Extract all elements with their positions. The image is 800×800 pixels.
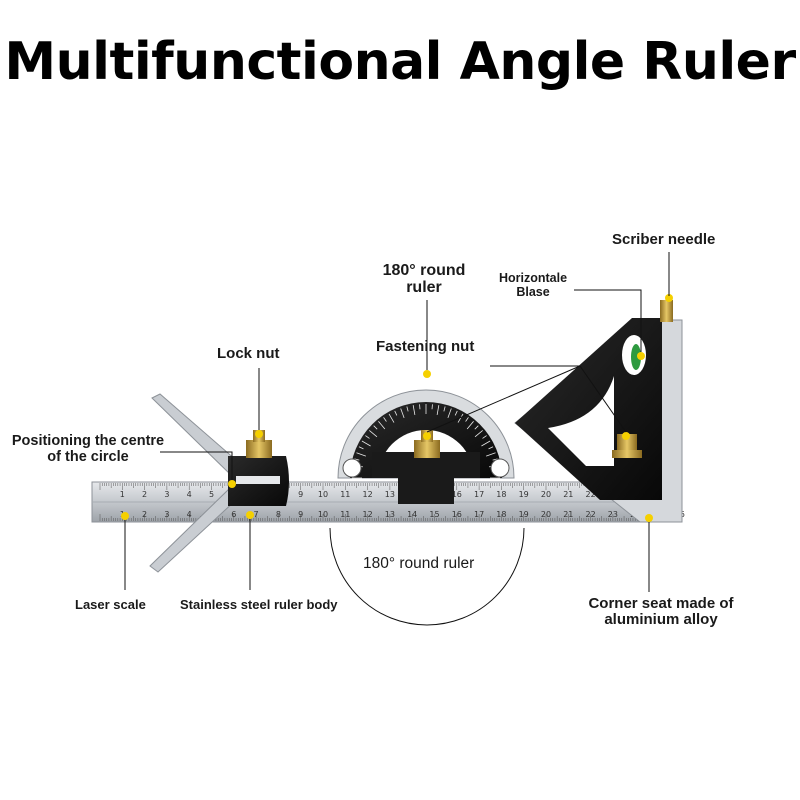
upper-tick-label: 11 xyxy=(340,490,350,499)
label-fastening-nut: Fastening nut xyxy=(376,338,475,355)
lower-tick-label: 21 xyxy=(563,510,573,519)
upper-tick-label: 4 xyxy=(187,490,192,499)
lower-tick-label: 16 xyxy=(452,510,462,519)
label-laser-scale: Laser scale xyxy=(75,597,146,612)
upper-tick-label: 17 xyxy=(474,490,484,499)
upper-tick-label: 1 xyxy=(120,490,125,499)
lower-tick-label: 14 xyxy=(407,510,417,519)
lower-tick-label: 17 xyxy=(474,510,484,519)
upper-tick-label: 16 xyxy=(452,490,462,499)
corner-lock-nut xyxy=(617,434,637,452)
lower-tick-label: 7 xyxy=(254,510,259,519)
page-title: Multifunctional Angle Ruler xyxy=(4,32,796,92)
label-corner-seat-line2: aluminium alloy xyxy=(604,611,718,629)
lower-tick-label: 20 xyxy=(541,510,551,519)
lower-tick-label: 19 xyxy=(519,510,529,519)
upper-tick-label: 2 xyxy=(142,490,147,499)
lower-tick-label: 18 xyxy=(496,510,506,519)
lower-tick-label: 11 xyxy=(340,510,350,519)
upper-tick-label: 18 xyxy=(496,490,506,499)
upper-tick-label: 12 xyxy=(363,490,373,499)
marker-dots xyxy=(121,294,673,522)
upper-tick-label: 22 xyxy=(586,490,596,499)
stainless-steel-ruler-body: 1234567891011121314151617181920212223242… xyxy=(91,481,685,523)
lower-tick-label: 13 xyxy=(385,510,395,519)
centre-finder-head xyxy=(149,393,289,573)
label-scriber-needle: Scriber needle xyxy=(612,231,716,248)
label-round-ruler-top: 180° round ruler xyxy=(364,262,484,297)
level-bubble xyxy=(631,344,641,370)
upper-tick-label: 20 xyxy=(541,490,551,499)
lower-tick-label: 10 xyxy=(318,510,328,519)
corner-seat xyxy=(514,300,683,523)
lower-tick-label: 4 xyxy=(187,510,192,519)
fastening-nut xyxy=(414,440,440,458)
upper-tick-label: 3 xyxy=(164,490,169,499)
lower-tick-label: 3 xyxy=(164,510,169,519)
protractor-head xyxy=(337,389,515,504)
label-round-ruler-bottom: 180° round ruler xyxy=(363,555,475,572)
leader-lines xyxy=(124,252,670,626)
label-horizontale-blase: Horizontale Blase xyxy=(492,271,574,299)
label-lock-nut: Lock nut xyxy=(217,345,280,362)
upper-tick-label: 13 xyxy=(385,490,395,499)
upper-tick-label: 19 xyxy=(519,490,529,499)
label-positioning-line2: of the circle xyxy=(47,448,129,465)
label-round-ruler-top-line1: 180° round xyxy=(382,262,466,279)
lower-tick-label: 2 xyxy=(142,510,147,519)
lower-tick-label: 22 xyxy=(586,510,596,519)
lower-tick-label: 8 xyxy=(276,510,281,519)
label-corner-seat: Corner seat made of aluminium alloy xyxy=(572,595,750,629)
lower-tick-label: 15 xyxy=(429,510,439,519)
upper-tick-label: 5 xyxy=(209,490,214,499)
upper-tick-label: 10 xyxy=(318,490,328,499)
upper-tick-label: 21 xyxy=(563,490,573,499)
lock-nut xyxy=(246,440,272,458)
label-horizontale-line1: Horizontale xyxy=(498,271,568,285)
label-positioning-line1: Positioning the centre xyxy=(11,433,165,449)
lower-tick-label: 12 xyxy=(363,510,373,519)
protractor-degree-ticks xyxy=(352,404,500,479)
label-stainless-body: Stainless steel ruler body xyxy=(180,597,338,612)
lower-tick-label: 6 xyxy=(231,510,236,519)
label-corner-seat-line1: Corner seat made of xyxy=(588,595,734,612)
lower-tick-label: 23 xyxy=(608,510,618,519)
upper-tick-label: 9 xyxy=(298,490,303,499)
label-horizontale-line2: Blase xyxy=(516,284,550,299)
scriber-needle xyxy=(660,300,673,322)
lower-tick-label: 9 xyxy=(298,510,303,519)
label-positioning-centre: Positioning the centre of the circle xyxy=(2,433,174,465)
label-round-ruler-top-line2: ruler xyxy=(406,279,442,297)
